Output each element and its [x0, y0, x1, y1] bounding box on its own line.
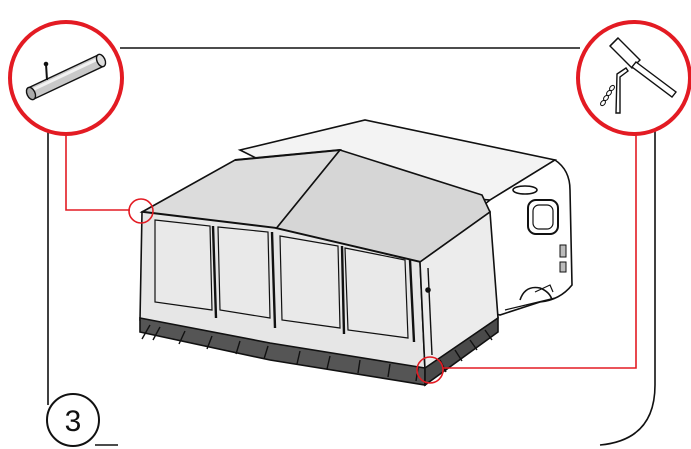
leader-line-right — [443, 135, 637, 369]
frame-border — [47, 47, 656, 446]
leader-line-left — [65, 128, 130, 211]
leader-lines — [65, 128, 637, 369]
front-window-panel-1 — [154, 219, 213, 311]
front-window-panel-4 — [344, 247, 409, 339]
front-window-panel-3 — [279, 235, 341, 329]
caravan-rear-light — [559, 244, 567, 258]
rail-connection-marker — [128, 198, 154, 224]
tube-pipe-icon — [25, 53, 107, 101]
caravan-wheel-arch — [519, 286, 553, 301]
mallet-and-hex-key-icon — [600, 37, 677, 114]
peg-point-marker — [416, 356, 444, 384]
step-number-badge: 3 — [46, 393, 100, 447]
front-window-panel-2 — [217, 226, 271, 319]
awning-rail-connector-callout — [8, 20, 124, 136]
awning-side-door — [427, 267, 433, 356]
caravan-roof-vent — [512, 185, 538, 195]
step-number: 3 — [65, 405, 82, 438]
pegging-tools-callout — [576, 20, 691, 136]
awning — [139, 149, 499, 387]
caravan-window — [527, 199, 559, 235]
